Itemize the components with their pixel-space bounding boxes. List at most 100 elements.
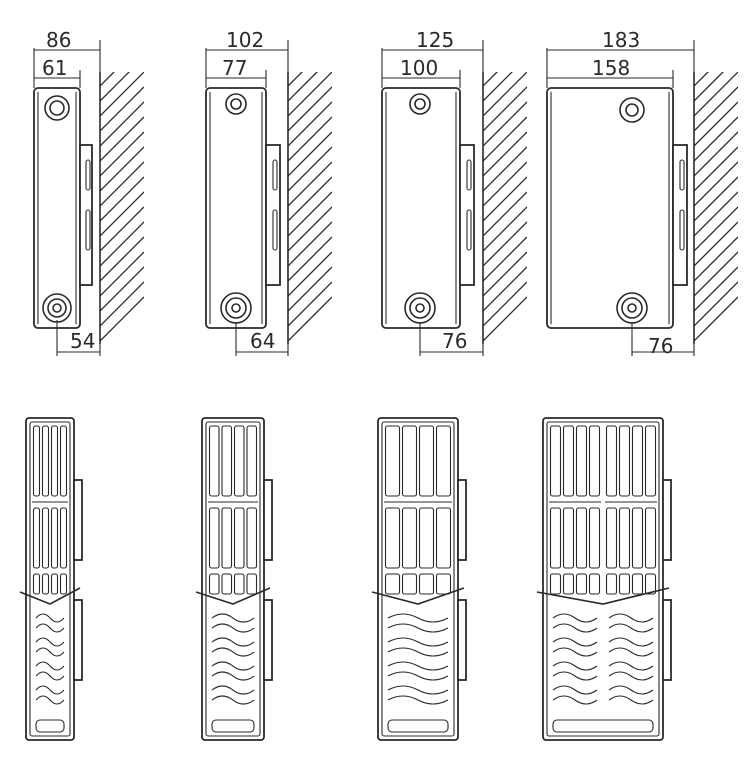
- section-foot: [211, 719, 255, 733]
- hatch-line: [288, 266, 332, 312]
- fin: [562, 425, 575, 497]
- convector-wave: [608, 661, 654, 671]
- top-port-2: [225, 93, 247, 115]
- fin: [401, 507, 418, 569]
- hatch-line: [100, 12, 144, 56]
- fin: [384, 507, 401, 569]
- hatch-line: [483, 72, 527, 117]
- hatch-line: [483, 0, 527, 26]
- hatch-line: [694, 0, 738, 26]
- convector-wave: [35, 637, 65, 647]
- hatch-line: [694, 12, 738, 56]
- top-port-1: [44, 95, 70, 121]
- dim-overall-width-4: 183: [602, 28, 640, 52]
- section-foot: [552, 719, 654, 733]
- convector-wave: [608, 637, 654, 647]
- section-break-line: [536, 587, 670, 605]
- fin: [384, 573, 401, 595]
- fin: [588, 573, 601, 595]
- bracket-upper: [263, 479, 273, 561]
- bracket-lower: [662, 599, 672, 681]
- hatch-line: [483, 251, 527, 297]
- hatch-line: [100, 221, 144, 267]
- hatch-line: [694, 72, 738, 117]
- convector-wave: [35, 623, 65, 633]
- hatch-line: [288, 206, 332, 252]
- radiator-3-side-view: 125 100 76: [381, 0, 527, 356]
- fin: [549, 507, 562, 569]
- convector-wave: [211, 661, 255, 671]
- fin: [59, 507, 68, 569]
- hatch-line: [694, 266, 738, 312]
- convector-wave: [552, 661, 598, 671]
- fin: [631, 507, 644, 569]
- radiator-1-body: [33, 87, 81, 329]
- hatch-line: [288, 12, 332, 56]
- convector-wave: [211, 671, 255, 681]
- hatch-line: [483, 12, 527, 56]
- section-inner: [29, 421, 71, 737]
- hatch-line: [100, 72, 144, 117]
- hatch-line: [288, 221, 332, 267]
- radiator-1-side-view: 86 61 54: [33, 0, 144, 356]
- fin: [221, 573, 233, 595]
- bracket-upper: [662, 479, 672, 561]
- convector-wave: [35, 685, 65, 695]
- fin: [246, 425, 258, 497]
- wall-hatch-3: [483, 0, 527, 342]
- fin: [644, 573, 657, 595]
- dim-pipe-offset-3: 76: [442, 329, 467, 353]
- bracket-lower: [263, 599, 273, 681]
- fin: [233, 573, 245, 595]
- convector-wave: [552, 695, 598, 705]
- convector-wave: [35, 671, 65, 681]
- hatch-line: [288, 0, 332, 11]
- hatch-line: [100, 161, 144, 207]
- hatch-line: [100, 0, 144, 11]
- dim-inner-width-2: 77: [222, 56, 247, 80]
- fin: [435, 507, 452, 569]
- dim-pipe-offset-2: 64: [250, 329, 275, 353]
- hatch-line: [100, 86, 144, 132]
- fin: [575, 573, 588, 595]
- hatch-line: [694, 221, 738, 267]
- hatch-line: [100, 191, 144, 237]
- fin: [50, 425, 59, 497]
- hatch-line: [288, 296, 332, 342]
- convector-wave: [608, 623, 654, 633]
- hatch-line: [100, 72, 115, 87]
- fin: [59, 573, 68, 595]
- hatch-line: [483, 236, 527, 282]
- hatch-line: [483, 0, 527, 41]
- hatch-line: [483, 221, 527, 267]
- section-outline: [25, 417, 75, 741]
- dim-inner-width-1: 61: [42, 56, 67, 80]
- hatch-line: [288, 0, 332, 26]
- section-outline: [542, 417, 664, 741]
- fin: [50, 507, 59, 569]
- convector-wave: [387, 685, 449, 695]
- dim-pipe-offset-4: 76: [648, 334, 673, 358]
- hatch-line: [694, 296, 738, 342]
- hatch-line: [100, 72, 130, 102]
- hatch-line: [483, 266, 527, 312]
- convector-wave: [211, 695, 255, 705]
- hatch-line: [288, 27, 332, 71]
- hatch-line: [694, 72, 724, 102]
- wall-hatch-4: [694, 0, 738, 342]
- hatch-line: [694, 176, 738, 222]
- fin: [401, 573, 418, 595]
- hatch-line: [694, 131, 738, 177]
- section-break-line: [195, 587, 271, 605]
- convector-wave: [552, 671, 598, 681]
- convector-wave: [552, 637, 598, 647]
- hatch-line: [100, 0, 144, 41]
- convector-wave: [387, 647, 449, 657]
- hatch-line: [100, 131, 144, 177]
- fin: [644, 425, 657, 497]
- fin: [575, 425, 588, 497]
- hatch-line: [694, 116, 738, 162]
- hatch-line: [100, 206, 144, 252]
- fin: [435, 573, 452, 595]
